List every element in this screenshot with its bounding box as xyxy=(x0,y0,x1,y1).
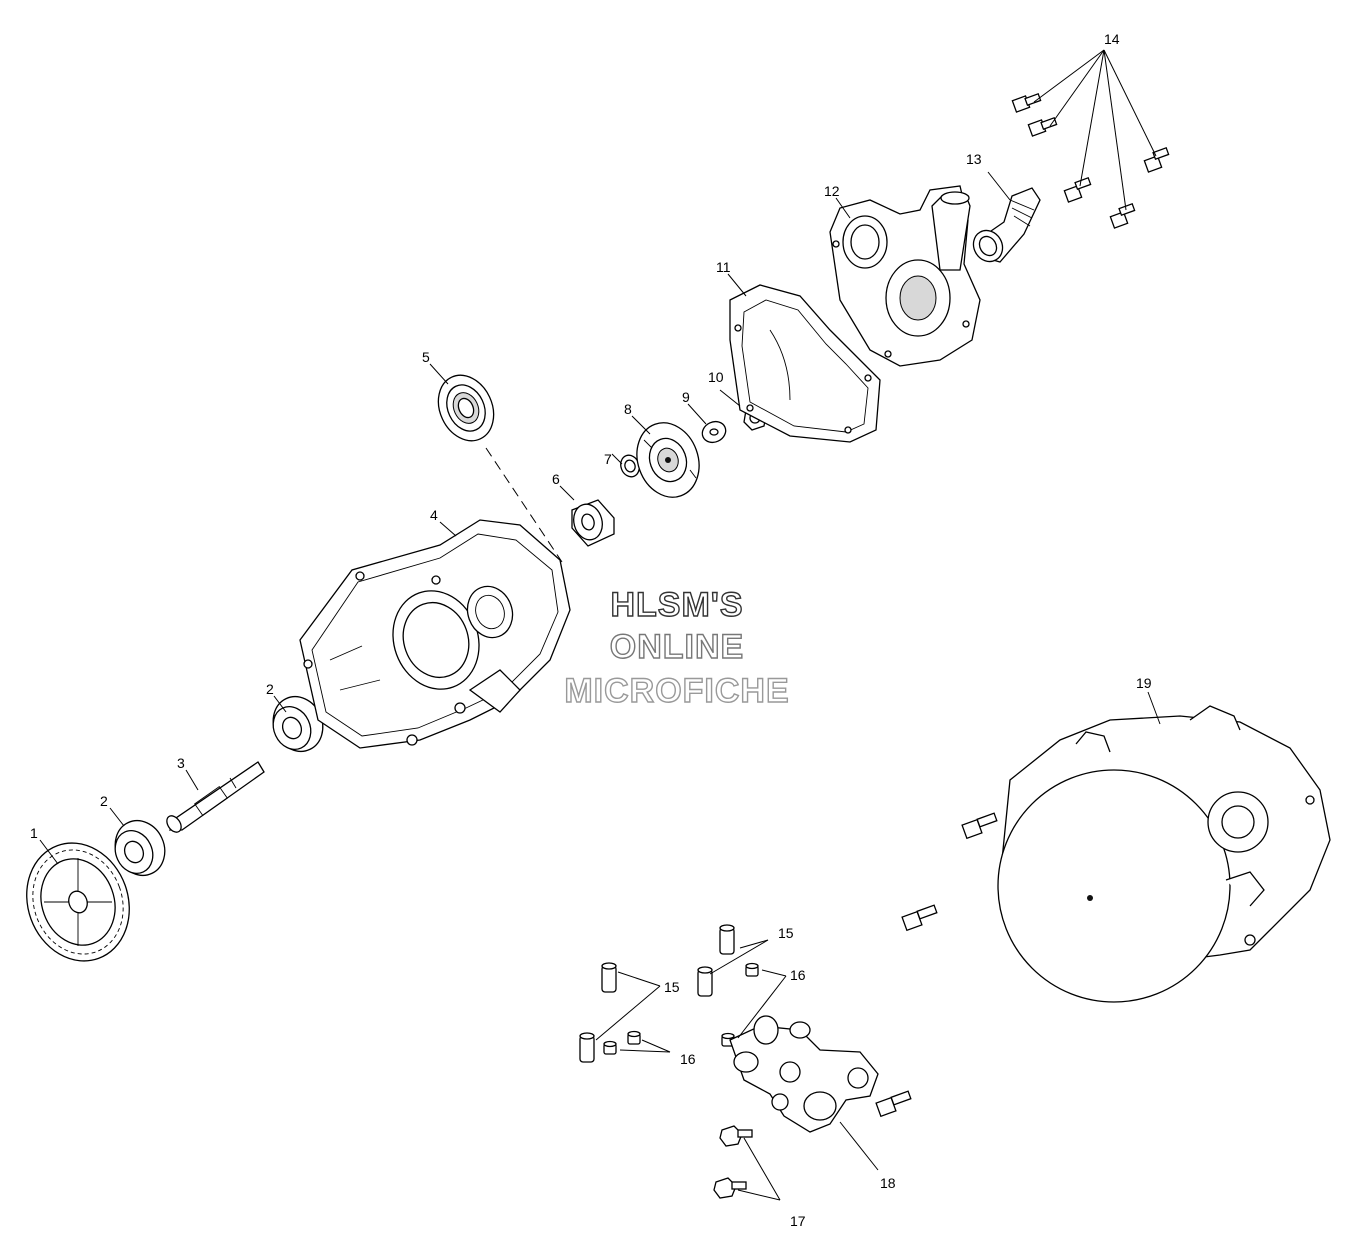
oil-pump-bolt xyxy=(875,1090,912,1118)
callout-7: 7 xyxy=(604,451,612,467)
callout-10: 10 xyxy=(708,369,724,385)
part-9-washer xyxy=(701,420,727,444)
bolt xyxy=(713,1177,747,1199)
callout-3: 3 xyxy=(177,755,185,771)
bolt xyxy=(719,1125,753,1147)
part-2-bearing-lower xyxy=(114,820,166,876)
callout-18: 18 xyxy=(880,1175,896,1191)
bolt xyxy=(1011,93,1042,113)
watermark-line-1: HLSM'S xyxy=(610,586,743,624)
callout-17: 17 xyxy=(790,1213,806,1229)
part-8-impeller xyxy=(636,422,700,498)
alignment-dashed-line xyxy=(485,447,563,563)
callout-labels: 1 2 3 2 4 5 6 7 8 9 10 11 12 13 14 19 15… xyxy=(30,31,1152,1229)
callout-9: 9 xyxy=(682,389,690,405)
leader-lines xyxy=(39,49,1161,1201)
callout-1: 1 xyxy=(30,825,38,841)
part-17-bolts xyxy=(713,1125,753,1199)
watermark: HLSM'S ONLINE MICROFICHE xyxy=(564,585,790,710)
part-1-drive-gear xyxy=(26,842,130,962)
watermark-line-3: MICROFICHE xyxy=(564,672,789,710)
part-3-shaft xyxy=(166,761,265,833)
callout-11: 11 xyxy=(716,259,731,275)
callout-2-lower: 2 xyxy=(100,793,108,809)
part-18-oil-pump xyxy=(729,1015,879,1133)
bolt xyxy=(1143,147,1170,173)
callout-19: 19 xyxy=(1136,675,1152,691)
sleeve xyxy=(745,962,759,977)
part-15-dowels xyxy=(579,924,735,1063)
callout-8: 8 xyxy=(624,401,632,417)
part-6-spacer xyxy=(571,499,615,547)
side-cover-bolt-lower xyxy=(901,904,938,932)
callout-16-upper: 16 xyxy=(790,967,806,983)
dowel xyxy=(719,924,735,955)
callout-14: 14 xyxy=(1104,31,1120,47)
callout-12: 12 xyxy=(824,183,840,199)
dowel xyxy=(697,966,713,997)
callout-16-lower: 16 xyxy=(680,1051,696,1067)
bolt xyxy=(1109,203,1136,229)
sleeve xyxy=(627,1030,641,1045)
callout-2-upper: 2 xyxy=(266,681,274,697)
part-5-seal xyxy=(437,374,495,442)
part-19-side-cover xyxy=(997,705,1331,1003)
bolt xyxy=(1063,177,1092,203)
callout-6: 6 xyxy=(552,471,560,487)
callout-5: 5 xyxy=(422,349,430,365)
sleeve xyxy=(603,1040,617,1055)
side-cover-bolt-upper xyxy=(961,812,998,840)
callout-4: 4 xyxy=(430,507,438,523)
part-2-bearing-upper xyxy=(272,696,324,752)
watermark-line-2: ONLINE xyxy=(610,628,744,666)
callout-13: 13 xyxy=(966,151,982,167)
part-14-bolts xyxy=(1011,93,1170,229)
bolt xyxy=(1027,117,1058,137)
callout-15-lower: 15 xyxy=(664,979,680,995)
part-13-hose-fitting xyxy=(972,187,1041,263)
part-11-gasket xyxy=(729,284,881,443)
callout-15-upper: 15 xyxy=(778,925,794,941)
dowel xyxy=(579,1032,595,1063)
dowel xyxy=(601,962,617,993)
part-12-pump-cover xyxy=(829,185,981,367)
part-4-pump-housing xyxy=(299,519,571,749)
